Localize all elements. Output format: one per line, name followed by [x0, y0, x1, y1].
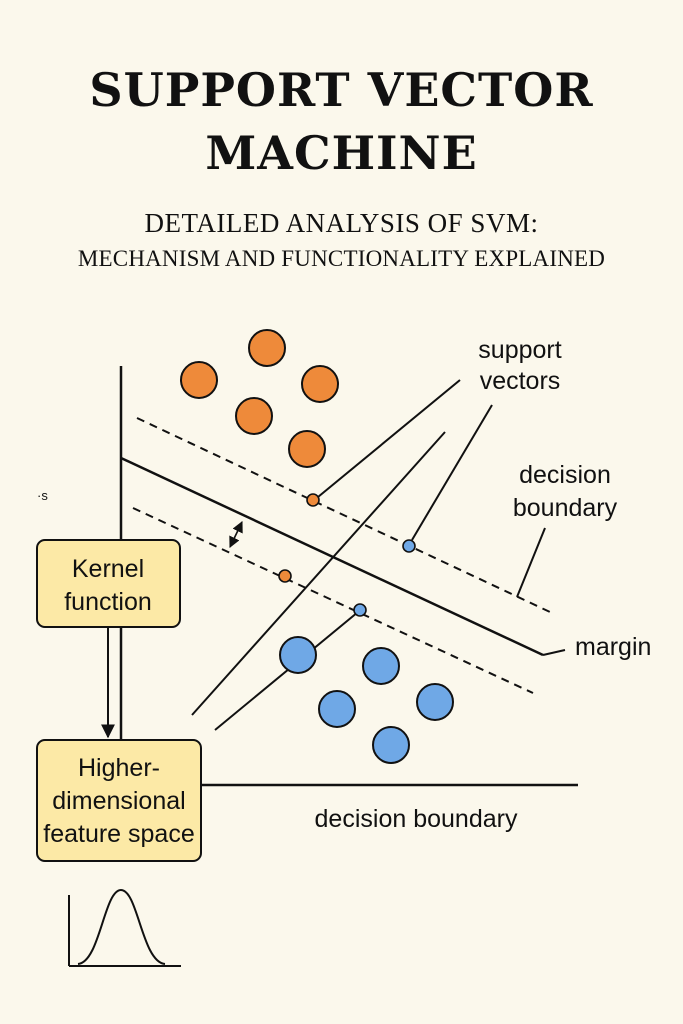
gaussian-curve-icon [68, 888, 181, 967]
orange-point [288, 430, 326, 468]
stray-mark: ·s [37, 488, 48, 503]
pointer-line-blue-sv [411, 404, 493, 541]
pointer-line-orange-sv [317, 379, 461, 498]
mapping-line-1 [191, 431, 446, 716]
blue-point [416, 683, 454, 721]
blue-support-vector [353, 603, 367, 617]
margin-label: margin [575, 633, 651, 661]
decision-boundary-line [120, 456, 544, 657]
blue-point [279, 636, 317, 674]
margin-width-arrow [229, 520, 243, 549]
pointer-line-decision-boundary [516, 527, 546, 598]
feature-space-label-line-2: dimensional [52, 787, 185, 815]
blue-point [318, 690, 356, 728]
decision-boundary-label-line-2: boundary [513, 494, 618, 522]
feature-space-label-line-3: feature space [43, 820, 195, 848]
blue-point [372, 726, 410, 764]
orange-support-vector [306, 493, 320, 507]
decision-boundary-label-line-1: decision [519, 461, 611, 489]
orange-point [248, 329, 286, 367]
decision-boundary-bottom-label: decision boundary [315, 805, 518, 833]
support-vectors-label-line-2: vectors [480, 367, 561, 395]
lower-margin-line [132, 507, 534, 694]
orange-point [180, 361, 218, 399]
orange-point [301, 365, 339, 403]
decision-boundary-tail [542, 649, 566, 656]
subtitle-line-1: DETAILED ANALYSIS OF SVM: [144, 208, 539, 238]
blue-point [362, 647, 400, 685]
main-title-line-2: MACHINE [205, 126, 478, 180]
main-title-line-1: SUPPORT VECTOR [89, 63, 594, 117]
feature-space-box [36, 739, 202, 862]
subtitle-line-2: MECHANISM AND FUNCTIONALITY EXPLAINED [77, 246, 606, 271]
orange-point [235, 397, 273, 435]
kernel-function-label-line-1: Kernel [72, 555, 144, 583]
support-vectors-label-line-1: support [478, 336, 561, 364]
blue-support-vector [402, 539, 416, 553]
mapping-line-2 [214, 611, 359, 731]
kernel-function-box [36, 539, 181, 628]
orange-support-vector [278, 569, 292, 583]
feature-space-label-line-1: Higher- [78, 754, 160, 782]
upper-margin-line [136, 417, 551, 613]
kernel-function-label-line-2: function [64, 588, 152, 616]
